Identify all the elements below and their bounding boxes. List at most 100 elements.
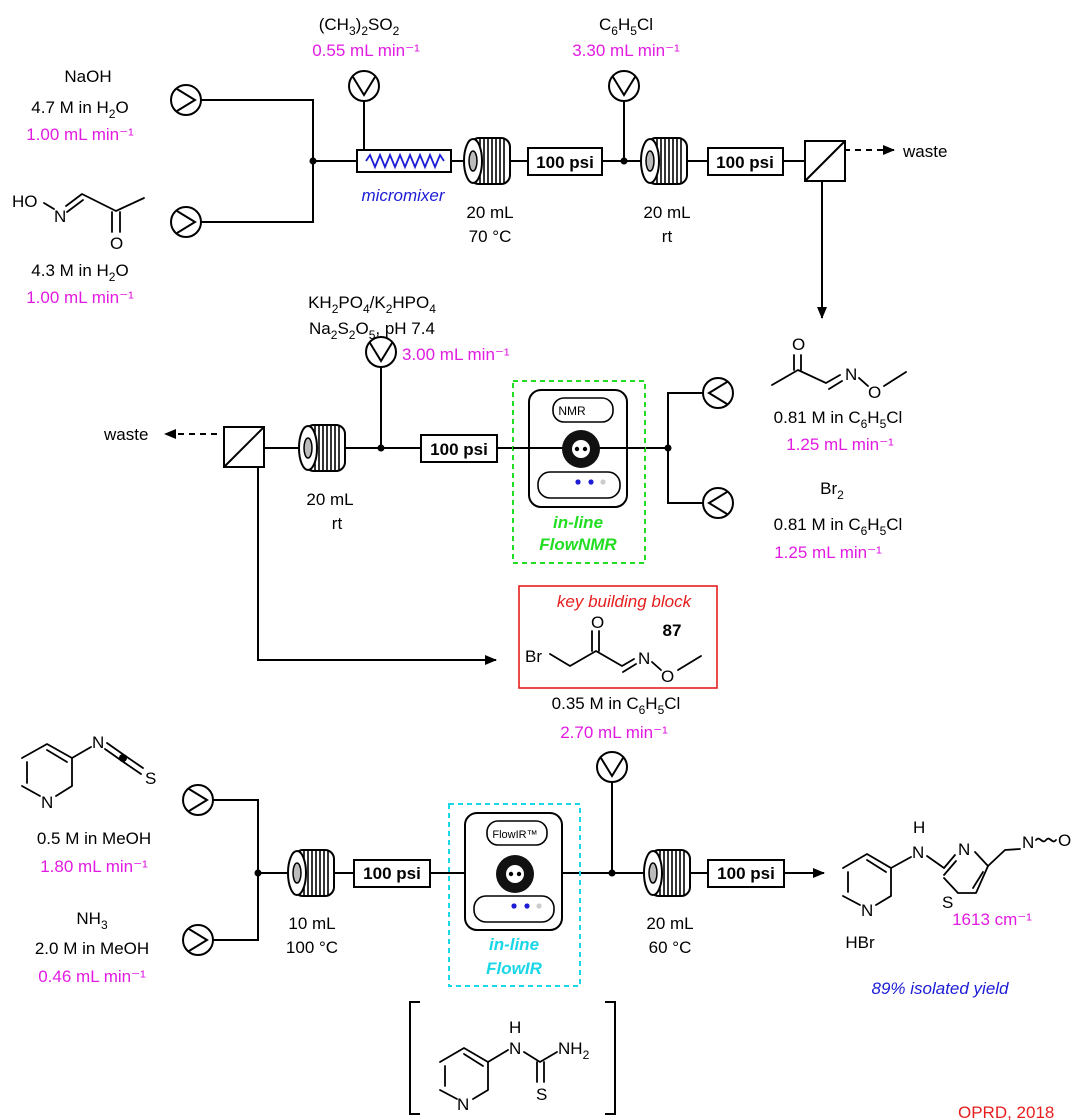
product-s: S [942,893,953,912]
building-block-title: key building block [557,592,693,611]
oxime-ho: HO [12,192,38,211]
bpr1-label: 100 psi [536,153,594,172]
coil3-volume: 20 mL [306,490,353,509]
isothiocyanate-s: S [145,769,156,788]
product-o-oxime: O [1058,831,1071,850]
buffer-rate: 3.00 mL min⁻¹ [402,345,510,364]
building-block-pump [596,751,628,783]
oxime-structure: HO N O [12,192,145,253]
isothiocyanate-pump [182,784,214,816]
bpr5-label: 100 psi [717,864,775,883]
bb-o: O [591,613,604,632]
oxime-rate: 1.00 mL min⁻¹ [26,288,134,307]
oxime-pump [170,206,202,238]
br2-rate: 1.25 mL min⁻¹ [774,543,882,562]
product-n-oxime: N [1022,833,1034,852]
naoh-rate: 1.00 mL min⁻¹ [26,125,134,144]
nh3-conc: 2.0 M in MeOH [35,939,149,958]
dms-rate: 0.55 mL min⁻¹ [312,41,420,60]
citation: OPRD, 2018 [958,1103,1054,1120]
product-salt: HBr [845,933,875,952]
oxime-ether-o: O [792,335,805,354]
isothiocyanate-structure: N N S [21,733,156,812]
thiourea-nh2: NH2 [558,1039,590,1062]
compound-number: 87 [663,621,682,640]
phase-separator-2 [223,426,265,468]
flowir-line2: FlowIR [486,959,542,978]
waste-label-1: waste [902,142,947,161]
bromine-pump [702,487,734,519]
br2-conc: 0.81 M in C6H5Cl [774,515,903,538]
coil-reactor-4 [287,849,335,897]
bpr-5 [707,859,785,888]
dms-formula: (CH3)2SO2 [319,15,400,38]
thiourea-py-n: N [457,1095,469,1114]
coil3-temp: rt [332,514,343,533]
oxime-n: N [54,207,66,226]
buffer-pump [365,336,397,368]
building-block-box: key building block 87 Br O N O [518,585,718,689]
coil5-temp: 60 °C [649,938,692,957]
oxime-ether-n: N [845,365,857,384]
oxime-ether-rate: 1.25 mL min⁻¹ [786,435,894,454]
thiourea-s: S [536,1085,547,1104]
flowir-unit: FlowIR™ in-line FlowIR [448,803,581,987]
flowir-box-label: FlowIR™ [492,829,537,841]
oxime-ether-structure: O N O [771,335,907,402]
bpr-4 [353,859,431,888]
flownmr-line2: FlowNMR [539,535,617,554]
coil-reactor-5 [643,849,691,897]
nmr-box-label: NMR [558,404,586,418]
bpr-2 [707,147,784,176]
bb-rate: 2.70 mL min⁻¹ [560,723,668,742]
ammonia-pump [182,924,214,956]
buffer-line2: Na2S2O5, pH 7.4 [309,319,435,342]
product-h: H [913,818,925,837]
bpr3-label: 100 psi [430,440,488,459]
naoh-label: NaOH [64,67,111,86]
buffer-line1: KH2PO4/K2HPO4 [308,293,436,316]
coil4-temp: 100 °C [286,938,338,957]
stage-1: (CH3)2SO2 0.55 mL min⁻¹ NaOH 4.7 M in H2… [12,15,947,319]
flowir-line1: in-line [489,935,539,954]
product-py-n: N [861,901,873,920]
coil1-temp: 70 °C [469,227,512,246]
isothiocyanate-n: N [92,733,104,752]
chlorobenzene-rate: 3.30 mL min⁻¹ [572,41,680,60]
thiourea-n: N [509,1039,521,1058]
phase-separator-1 [804,140,846,182]
bb-conc: 0.35 M in C6H5Cl [552,694,681,717]
bb-o2: O [661,667,674,686]
coil-reactor-2 [640,137,688,185]
nh3-rate: 0.46 mL min⁻¹ [38,967,146,986]
stage-2: KH2PO4/K2HPO4 Na2S2O5, pH 7.4 3.00 mL mi… [103,293,907,665]
oxime-o: O [110,234,123,253]
waste-label-2: waste [103,425,148,444]
bpr-3 [420,434,498,463]
isothiocyanate-py-n: N [41,793,53,812]
oxime-ether-pump [702,377,734,409]
coil1-volume: 20 mL [466,203,513,222]
bpr-1 [527,147,603,176]
coil5-volume: 20 mL [646,914,693,933]
isolated-yield: 89% isolated yield [871,979,1009,998]
product-n-ring: N [958,840,970,859]
coil2-temp: rt [662,227,673,246]
dms-pump [348,70,380,102]
naoh-pump [170,84,202,116]
coil-reactor-3 [298,424,346,472]
coil2-volume: 20 mL [643,203,690,222]
naoh-conc: 4.7 M in H2O [31,98,128,121]
product-n-amine: N [912,843,924,862]
nh3-label: NH3 [76,909,108,932]
br2-label: Br2 [820,479,844,502]
product-structure: N H N N S N O [842,818,1071,920]
micromixer [356,149,452,173]
coil4-volume: 10 mL [288,914,335,933]
isothiocyanate-conc: 0.5 M in MeOH [37,829,151,848]
flownmr-unit: NMR in-line FlowNMR [512,380,646,564]
bb-br: Br [525,647,542,666]
isothiocyanate-rate: 1.80 mL min⁻¹ [40,857,148,876]
thiourea-h: H [509,1018,521,1037]
